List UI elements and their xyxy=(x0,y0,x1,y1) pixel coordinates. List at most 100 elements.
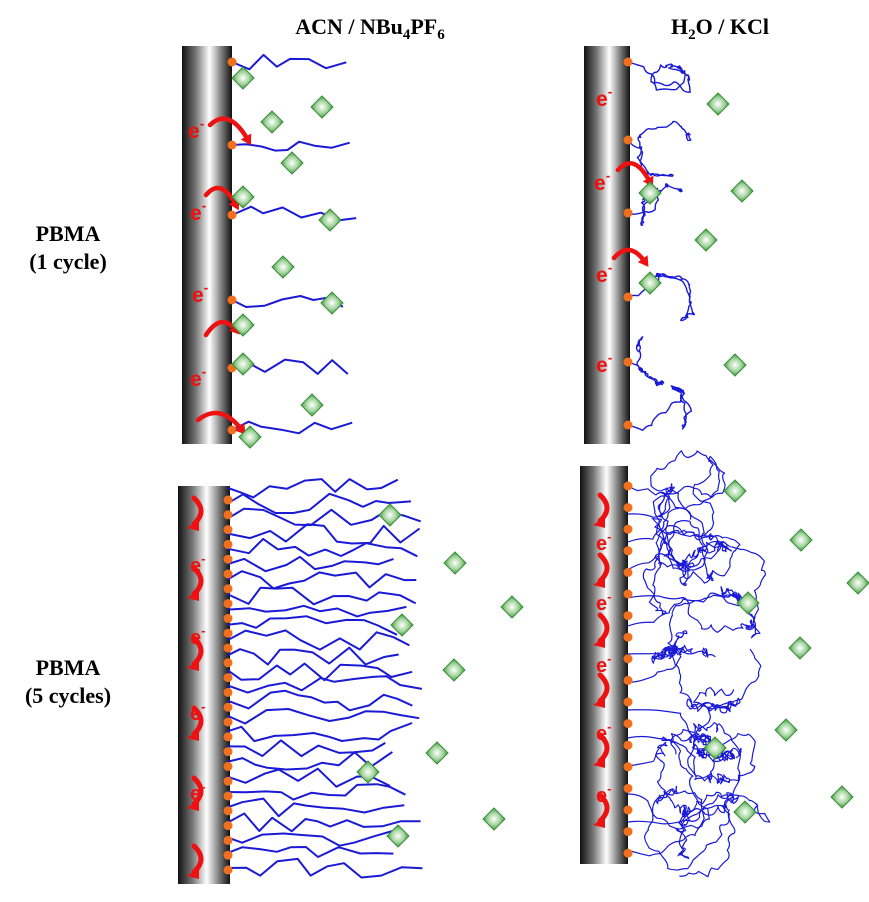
electron-arrowhead xyxy=(187,800,199,811)
anchor-dot xyxy=(223,510,233,520)
coiled-chain xyxy=(627,687,756,785)
anchor-dot xyxy=(223,732,233,742)
electron-arrowhead xyxy=(187,590,199,601)
anchor-dot xyxy=(223,569,233,579)
subscript: 6 xyxy=(437,27,445,43)
ion xyxy=(774,718,798,742)
electron-superscript: - xyxy=(201,699,205,714)
ion xyxy=(500,595,524,619)
electron-superscript: - xyxy=(607,781,611,796)
anchor-dot xyxy=(223,687,233,697)
subscript: 4 xyxy=(402,27,411,43)
anchor-dots xyxy=(223,57,633,875)
electron-arrowhead xyxy=(593,637,605,648)
electron-arrow xyxy=(597,672,610,704)
anchor-dot xyxy=(223,865,233,875)
coiled-chain xyxy=(627,483,695,572)
electron-arrow xyxy=(615,161,653,185)
electron-arrowhead xyxy=(637,255,649,267)
electron-superscript: - xyxy=(201,551,205,566)
extended-chain xyxy=(227,646,399,666)
anchor-dot xyxy=(223,791,233,801)
electron-arrow xyxy=(597,552,610,584)
extended-chain xyxy=(231,295,344,308)
electron-arrow xyxy=(207,116,251,143)
anchor-dot xyxy=(223,761,233,771)
column-header-water-text-2: O / KCl xyxy=(695,14,769,39)
ion xyxy=(830,785,854,809)
row-label-1-cycle: PBMA (1 cycle) xyxy=(0,220,136,276)
coiled-chain xyxy=(627,183,683,226)
coiled-chain xyxy=(627,61,691,93)
electron-arrowhead xyxy=(187,730,199,741)
coiled-chain xyxy=(627,529,732,615)
electron-arrow xyxy=(611,247,648,265)
anchor-dot xyxy=(223,658,233,668)
electron-superscript: - xyxy=(607,719,611,734)
ion xyxy=(300,393,324,417)
extended-chain xyxy=(227,604,407,618)
electron-arrowhead xyxy=(593,757,605,768)
ion xyxy=(788,636,812,660)
ion xyxy=(271,255,295,279)
extended-chain xyxy=(227,783,406,801)
coiled-chain xyxy=(627,791,771,859)
ion xyxy=(386,824,410,848)
ion xyxy=(482,807,506,831)
column-header-acn: ACN / NBu4PF6 xyxy=(250,14,490,44)
extended-chain xyxy=(227,857,423,879)
anchor-dot xyxy=(623,762,633,772)
anchor-dot xyxy=(623,503,633,513)
extended-chain xyxy=(227,537,418,558)
ion xyxy=(356,760,380,784)
ion xyxy=(723,353,747,377)
anchor-dot xyxy=(223,495,233,505)
ion xyxy=(260,110,284,134)
extended-chain xyxy=(227,586,417,606)
ion xyxy=(280,151,304,175)
electron-superscript: - xyxy=(607,529,611,544)
subscript: 2 xyxy=(688,27,696,43)
anchor-dot xyxy=(623,719,633,729)
row-label-line1: PBMA xyxy=(35,221,101,246)
anchor-dot xyxy=(223,806,233,816)
electron-superscript: - xyxy=(607,589,611,604)
column-header-acn-text: ACN / NBu xyxy=(295,14,403,39)
anchor-dot xyxy=(623,632,633,642)
anchor-dot xyxy=(223,525,233,535)
anchor-dot xyxy=(623,57,633,67)
coiled-chain xyxy=(627,722,742,817)
anchor-dot xyxy=(623,697,633,707)
electron-arrowhead xyxy=(593,577,605,588)
electron-arrowhead xyxy=(187,520,199,531)
ion xyxy=(789,528,813,552)
extended-chain xyxy=(227,478,399,499)
extended-chain xyxy=(231,140,350,152)
extended-chain xyxy=(227,689,413,712)
anchor-dot xyxy=(623,420,633,430)
ion xyxy=(320,291,344,315)
ion xyxy=(846,571,869,595)
extended-chain xyxy=(231,420,353,435)
anchor-dot xyxy=(223,776,233,786)
extended-chain xyxy=(227,523,421,545)
anchor-dot xyxy=(623,848,633,858)
anchor-dot xyxy=(223,613,233,623)
column-header-acn-text-2: PF xyxy=(410,14,438,39)
coiled-chain xyxy=(627,540,766,633)
anchor-dot xyxy=(223,850,233,860)
anchor-dot xyxy=(223,821,233,831)
row-label-5-cycles: PBMA (5 cycles) xyxy=(0,654,136,710)
coiled-chain xyxy=(627,586,761,660)
extended-chain xyxy=(227,615,398,636)
ion xyxy=(390,613,414,637)
extended-chain xyxy=(227,830,393,847)
extended-chain xyxy=(227,662,413,682)
anchor-dot xyxy=(223,539,233,549)
anchor-dot xyxy=(223,747,233,757)
anchor-dot xyxy=(223,599,233,609)
electron-superscript: - xyxy=(204,281,209,296)
anchor-dot xyxy=(227,295,237,305)
anchor-dot xyxy=(223,835,233,845)
electrodes xyxy=(178,46,630,884)
